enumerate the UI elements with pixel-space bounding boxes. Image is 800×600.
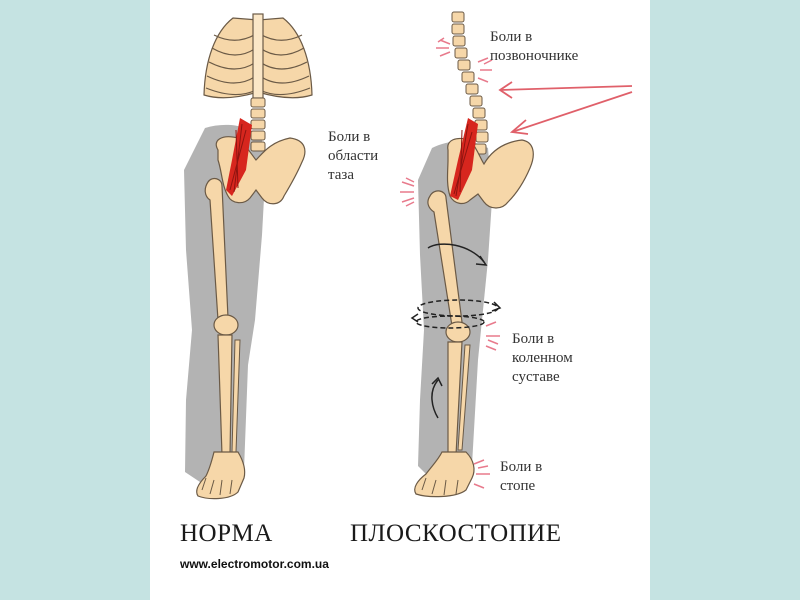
normal-caption: НОРМА xyxy=(180,520,273,547)
spine-pain-label: Боли в позвоночнике xyxy=(490,29,579,64)
rotation-arrows xyxy=(410,243,502,419)
flatfoot-caption: ПЛОСКОСТОПИЕ xyxy=(350,520,562,547)
flatfoot-spine xyxy=(451,11,489,155)
pain-marks xyxy=(400,37,500,489)
normal-foot xyxy=(196,451,246,500)
pelvis-pain-label: Боли в области таза xyxy=(328,129,379,183)
flatfoot-skeleton xyxy=(400,11,633,498)
knee-pain-label: Боли в коленном суставе xyxy=(512,331,573,385)
normal-skeleton xyxy=(184,13,313,500)
flatfoot-fibula xyxy=(457,344,471,451)
foot-pain-label: Боли в стопе xyxy=(500,459,543,494)
spine-pointer-arrows xyxy=(498,81,633,135)
normal-ribcage xyxy=(203,13,313,99)
website-url: www.electromotor.com.ua xyxy=(180,557,329,571)
normal-spine xyxy=(250,97,266,152)
normal-knee xyxy=(213,314,239,336)
flatfoot-knee xyxy=(445,321,471,343)
flatfoot-foot xyxy=(414,451,475,498)
